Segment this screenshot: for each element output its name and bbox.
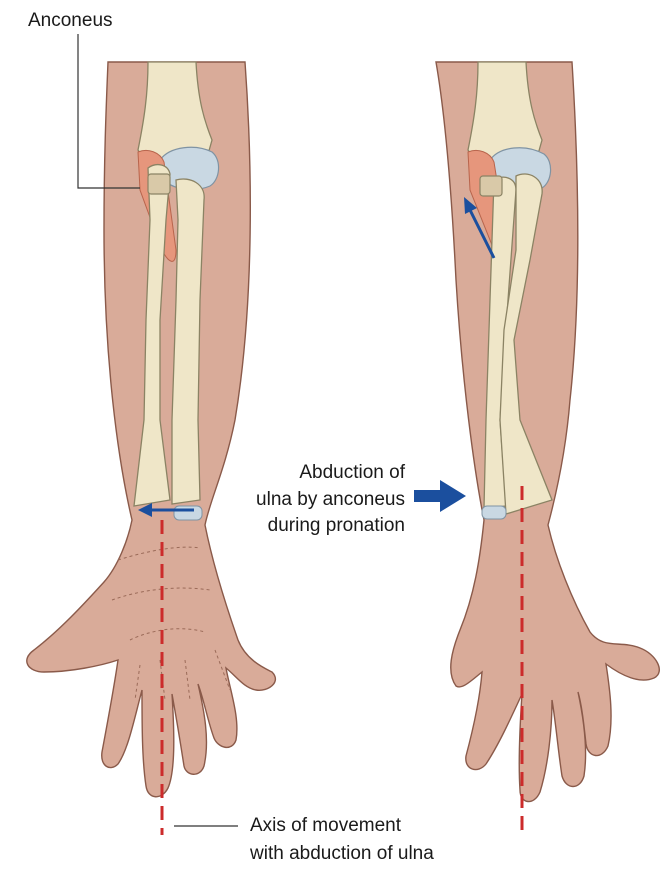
left-radius [133,163,171,507]
right-anconeus-arrow [468,209,496,259]
left-abduction-arrowhead [138,503,152,517]
abduction-label-line3: during pronation [267,515,405,536]
left-ulna [171,178,205,505]
left-arm [26,61,277,798]
right-radius [499,173,553,515]
anconeus-leader-line [77,34,140,189]
axis-label-line2: with abduction of ulna [250,843,434,864]
right-arm [435,61,660,803]
left-radial-head [147,173,171,195]
axis-label-line1: Axis of movement [250,815,401,836]
right-distal-cartilage [481,505,507,520]
abduction-label-line1: Abduction of [299,462,405,483]
pronation-block-arrow [414,480,466,512]
left-distal-cartilage [173,505,203,521]
right-anconeus-arrowhead [464,197,477,214]
anconeus-label: Anconeus [28,10,113,31]
right-radial-head [479,175,503,197]
abduction-label-line2: ulna by anconeus [256,489,405,510]
